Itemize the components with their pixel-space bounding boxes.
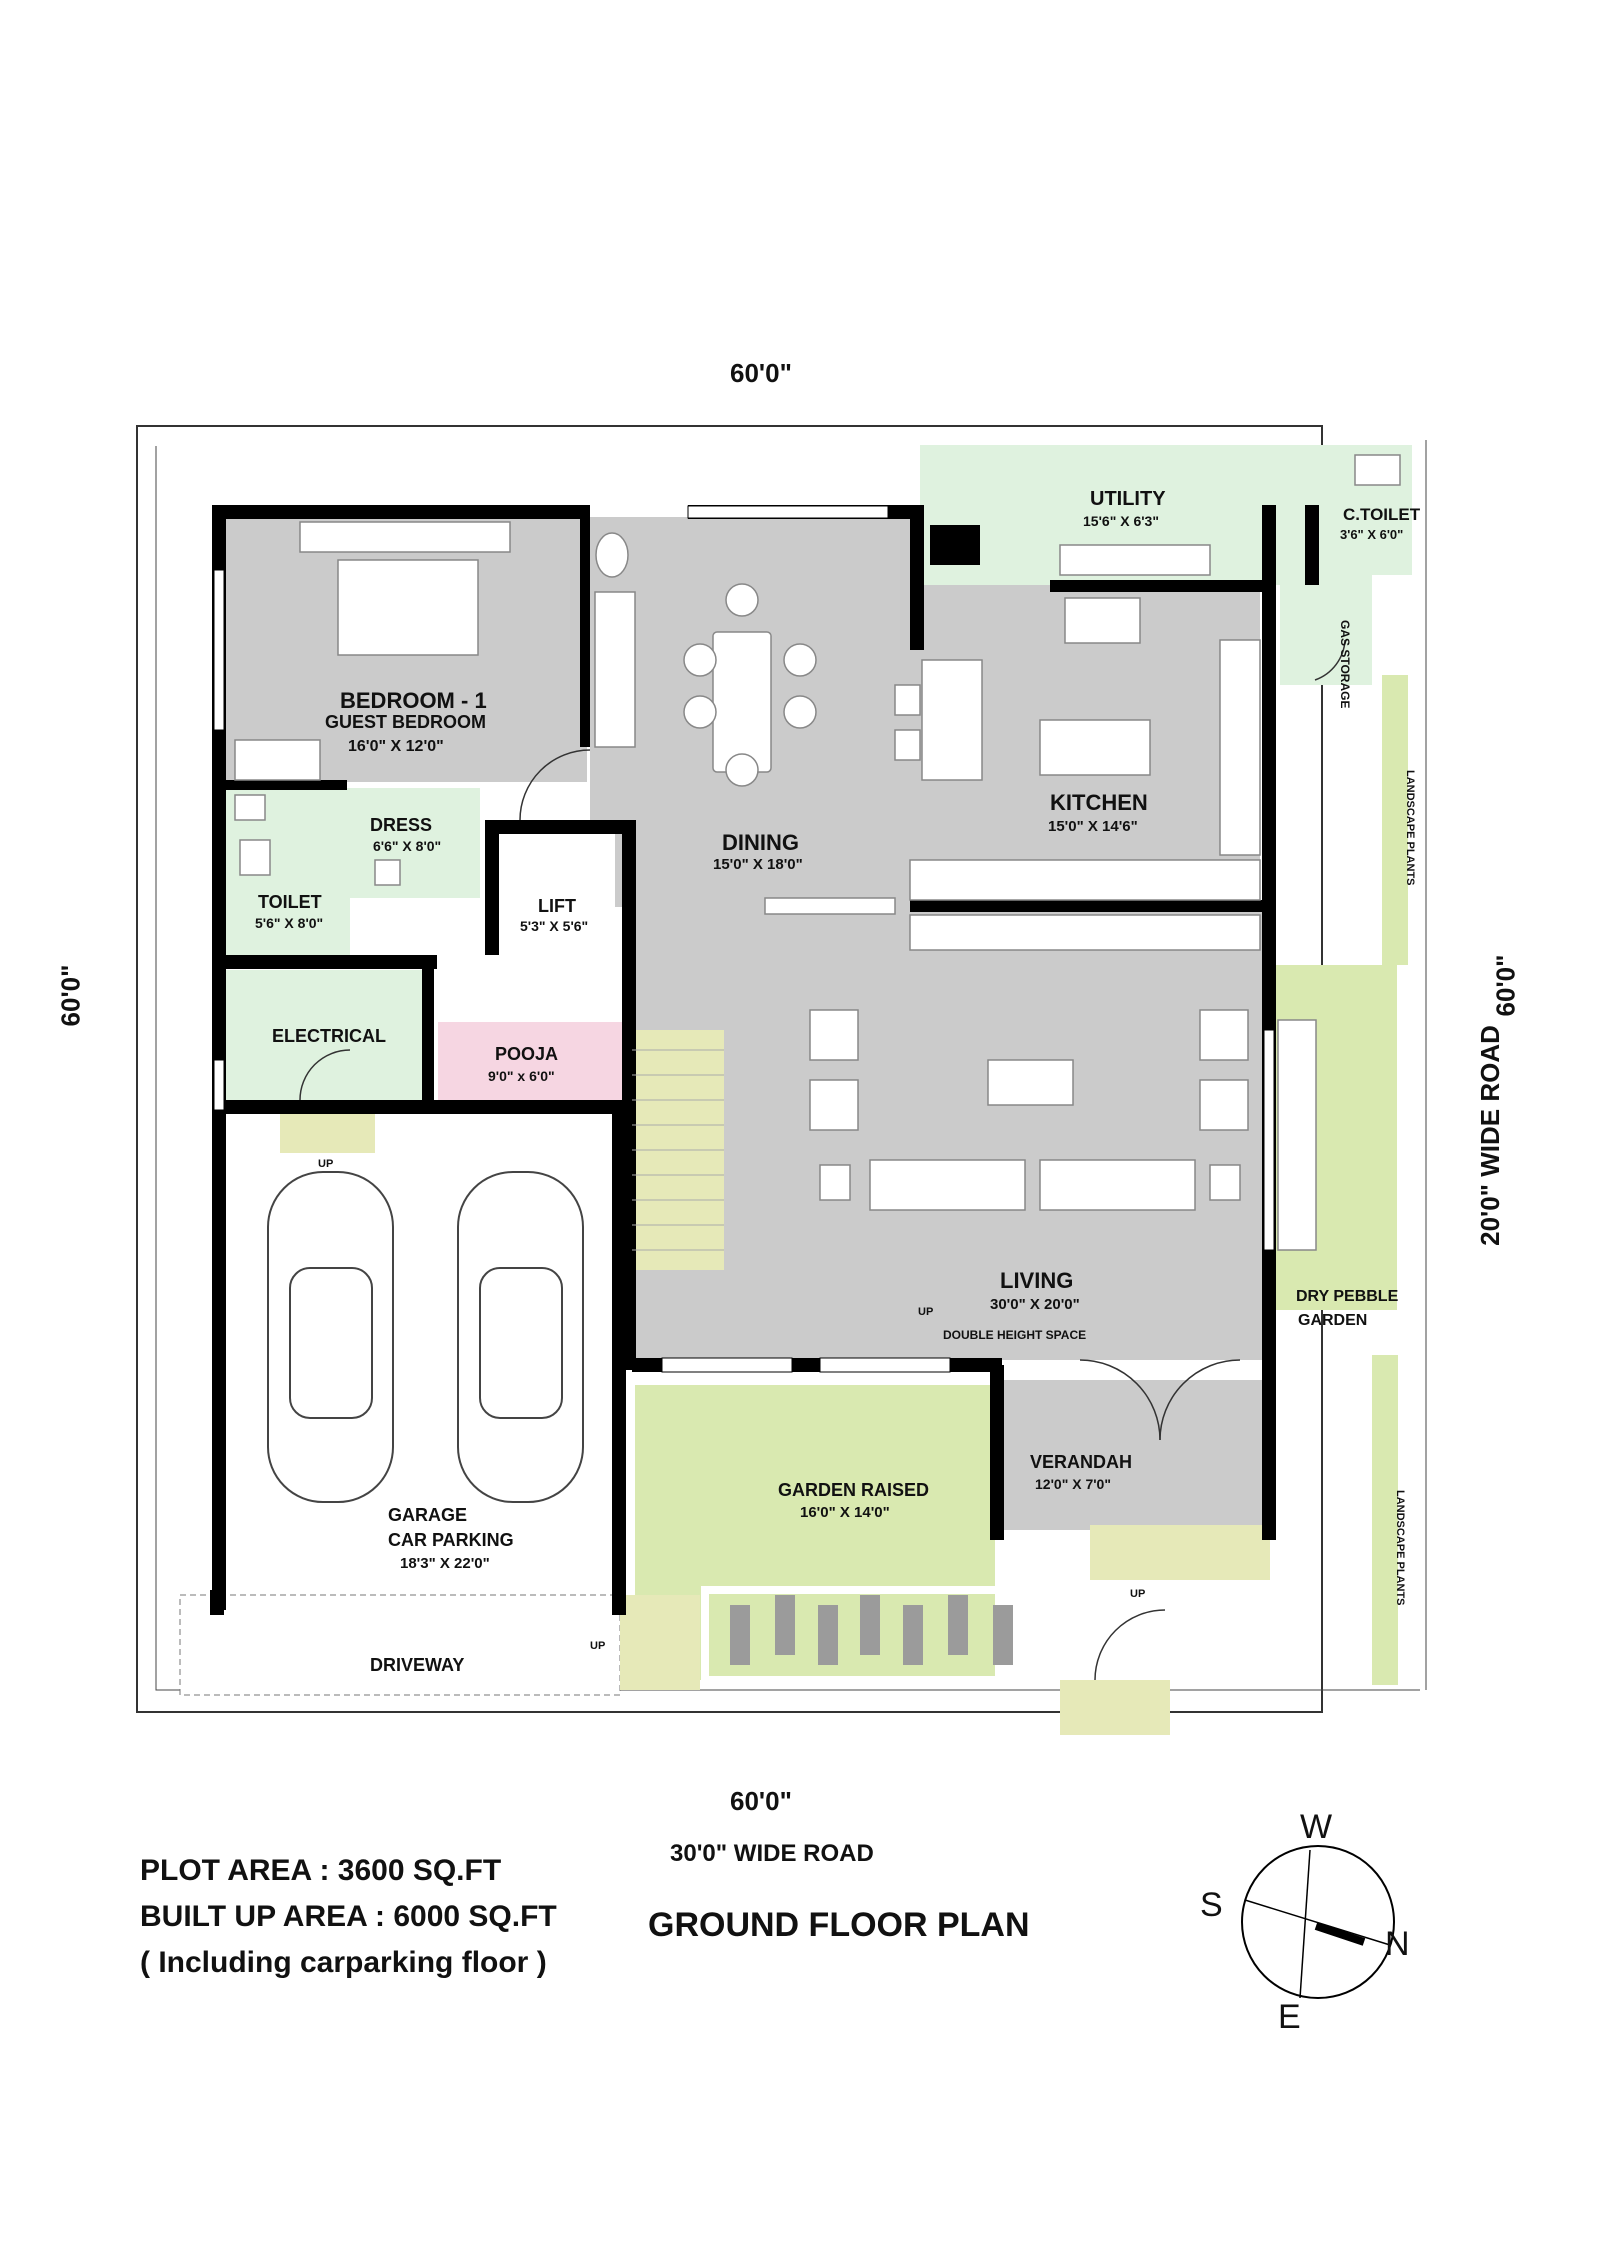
toilet-label: TOILET xyxy=(258,892,322,912)
dim-left: 60'0" xyxy=(55,964,86,1027)
electrical-floor xyxy=(222,970,422,1100)
garage-step xyxy=(280,1108,375,1153)
bedroom-label: BEDROOM - 1 xyxy=(340,688,487,713)
compass-n: N xyxy=(1385,1925,1410,1963)
utility-size: 15'6" X 6'3" xyxy=(1083,513,1159,529)
compass-s: S xyxy=(1200,1886,1223,1924)
ctoilet-size: 3'6" X 6'0" xyxy=(1340,527,1404,542)
car-left xyxy=(267,1171,394,1503)
garage-label: GARAGE xyxy=(388,1505,468,1525)
ctoilet-label: C.TOILET xyxy=(1343,505,1421,524)
compass-e: E xyxy=(1278,1998,1301,2036)
landscape-lower: LANDSCAPE PLANTS xyxy=(1394,1490,1406,1606)
dress-label: DRESS xyxy=(370,815,433,835)
up-marker-verandah: UP xyxy=(1130,1588,1146,1600)
driveway-label: DRIVEWAY xyxy=(370,1655,465,1675)
living-note: DOUBLE HEIGHT SPACE xyxy=(943,1328,1087,1342)
garden-size: 16'0" X 14'0" xyxy=(800,1504,890,1521)
door-swings xyxy=(299,639,1346,1681)
lift-floor xyxy=(495,832,615,952)
bedroom-size: 16'0" X 12'0" xyxy=(348,738,444,755)
pooja-floor xyxy=(438,1022,628,1100)
gas-floor xyxy=(1280,575,1372,685)
windows xyxy=(213,505,1275,1373)
built-area: BUILT UP AREA : 6000 SQ.FT xyxy=(140,1900,557,1933)
plan-title: GROUND FLOOR PLAN xyxy=(648,1906,1030,1944)
dim-bottom: 60'0" xyxy=(730,1786,792,1816)
garden-label: GARDEN RAISED xyxy=(778,1480,930,1500)
plot-area: PLOT AREA : 3600 SQ.FT xyxy=(140,1854,502,1887)
dim-right: 60'0" xyxy=(1490,954,1521,1017)
landscape-upper: LANDSCAPE PLANTS xyxy=(1404,770,1416,886)
dress-floor xyxy=(350,788,480,898)
stair-treads xyxy=(632,1049,724,1251)
kitchen-label: KITCHEN xyxy=(1050,790,1148,815)
furniture xyxy=(234,454,1401,1251)
gate-steps xyxy=(620,1595,700,1690)
pooja-size: 9'0" x 6'0" xyxy=(488,1068,555,1084)
electrical-label: ELECTRICAL xyxy=(272,1026,386,1046)
up-marker-garage: UP xyxy=(318,1158,334,1170)
pooja-label: POOJA xyxy=(495,1044,559,1064)
garden-inner-border xyxy=(701,1586,1044,1684)
dim-top: 60'0" xyxy=(730,358,792,388)
road-right: 20'0" WIDE ROAD xyxy=(1474,1025,1505,1246)
pebble-label: DRY PEBBLE xyxy=(1296,1288,1399,1305)
living-label: LIVING xyxy=(1000,1268,1074,1293)
up-marker-stair: UP xyxy=(918,1306,934,1318)
dining-label: DINING xyxy=(722,830,799,855)
road-bottom: 30'0" WIDE ROAD xyxy=(670,1840,874,1867)
toilet-size: 5'6" X 8'0" xyxy=(255,915,324,931)
car-right xyxy=(457,1171,584,1503)
verandah-size: 12'0" X 7'0" xyxy=(1035,1476,1111,1492)
entry-steps xyxy=(1090,1525,1270,1580)
area-note: ( Including carparking floor ) xyxy=(140,1946,547,1979)
garage-sub: CAR PARKING xyxy=(388,1530,514,1550)
garage-size: 18'3" X 22'0" xyxy=(400,1555,490,1572)
lift-label: LIFT xyxy=(538,896,576,916)
bedroom-sub: GUEST BEDROOM xyxy=(325,712,487,732)
landscape-strip-upper xyxy=(1382,675,1408,965)
front-steps xyxy=(1060,1680,1170,1735)
compass-w: W xyxy=(1300,1808,1333,1846)
driveway-floor xyxy=(179,1594,621,1696)
verandah-floor xyxy=(996,1380,1264,1530)
garden-planters xyxy=(730,1595,1013,1665)
compass-rose xyxy=(1241,1845,1395,1999)
up-marker-driveway: UP xyxy=(590,1640,606,1652)
utility-label: UTILITY xyxy=(1090,488,1166,510)
living-size: 30'0" X 20'0" xyxy=(990,1296,1080,1313)
living-floor xyxy=(632,905,1262,1360)
dining-size: 15'0" X 18'0" xyxy=(713,856,803,873)
landscape-strip-lower xyxy=(1372,1355,1398,1685)
pebble-sub: GARDEN xyxy=(1298,1312,1368,1329)
kitchen-size: 15'0" X 14'6" xyxy=(1048,818,1138,835)
gas-label: GAS STORAGE xyxy=(1338,620,1352,709)
compound-inner-line xyxy=(155,446,1420,1691)
verandah-label: VERANDAH xyxy=(1030,1452,1133,1472)
lift-size: 5'3" X 5'6" xyxy=(520,918,589,934)
dress-size: 6'6" X 8'0" xyxy=(373,838,442,854)
